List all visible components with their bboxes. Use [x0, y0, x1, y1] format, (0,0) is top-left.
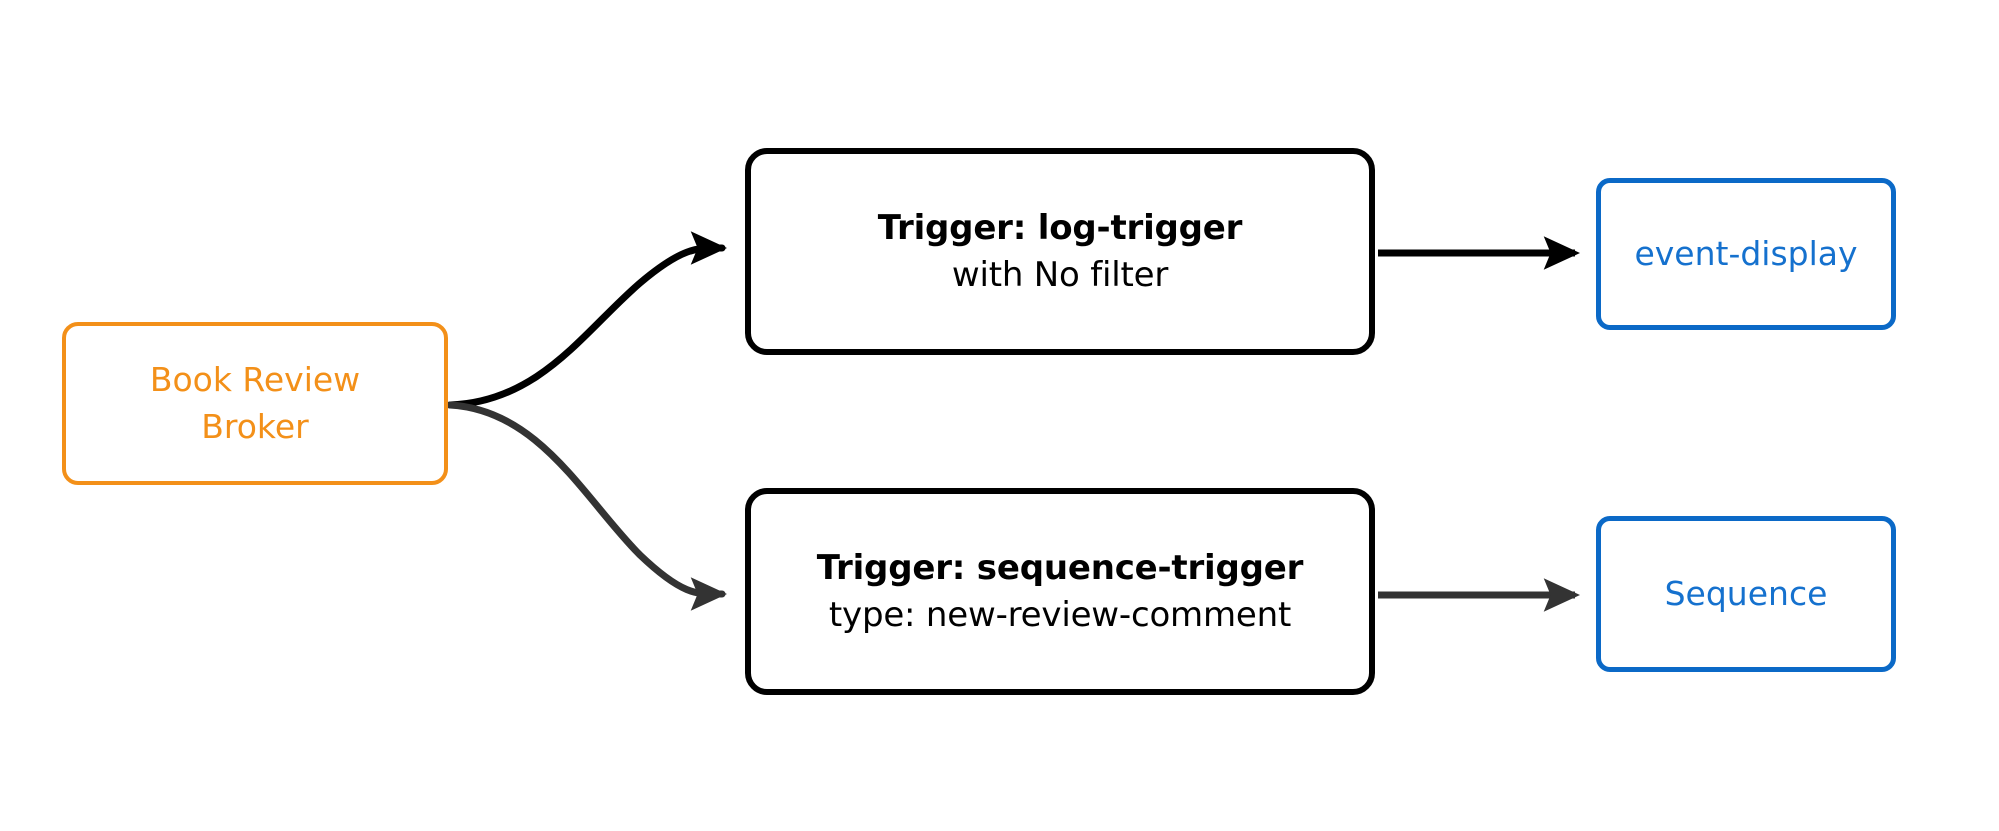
- sink-label: event-display: [1634, 233, 1858, 273]
- trigger-subtitle: type: new-review-comment: [828, 595, 1292, 635]
- node-event-display[interactable]: event-display: [1596, 178, 1896, 330]
- trigger-title: Trigger: sequence-trigger: [816, 547, 1304, 588]
- node-trigger-log-trigger[interactable]: Trigger: log-trigger with No filter: [745, 148, 1375, 355]
- broker-label-line-2: Broker: [201, 406, 309, 446]
- trigger-subtitle: with No filter: [951, 255, 1169, 295]
- node-book-review-broker[interactable]: Book Review Broker: [62, 322, 448, 485]
- broker-label-line-1: Book Review: [149, 359, 361, 399]
- trigger-title: Trigger: log-trigger: [877, 207, 1243, 248]
- edge-broker-to-log-trigger: [446, 231, 728, 409]
- edge-broker-to-sequence-trigger: [446, 401, 728, 611]
- sink-label: Sequence: [1664, 573, 1828, 613]
- node-sequence[interactable]: Sequence: [1596, 516, 1896, 672]
- node-trigger-sequence-trigger[interactable]: Trigger: sequence-trigger type: new-revi…: [745, 488, 1375, 695]
